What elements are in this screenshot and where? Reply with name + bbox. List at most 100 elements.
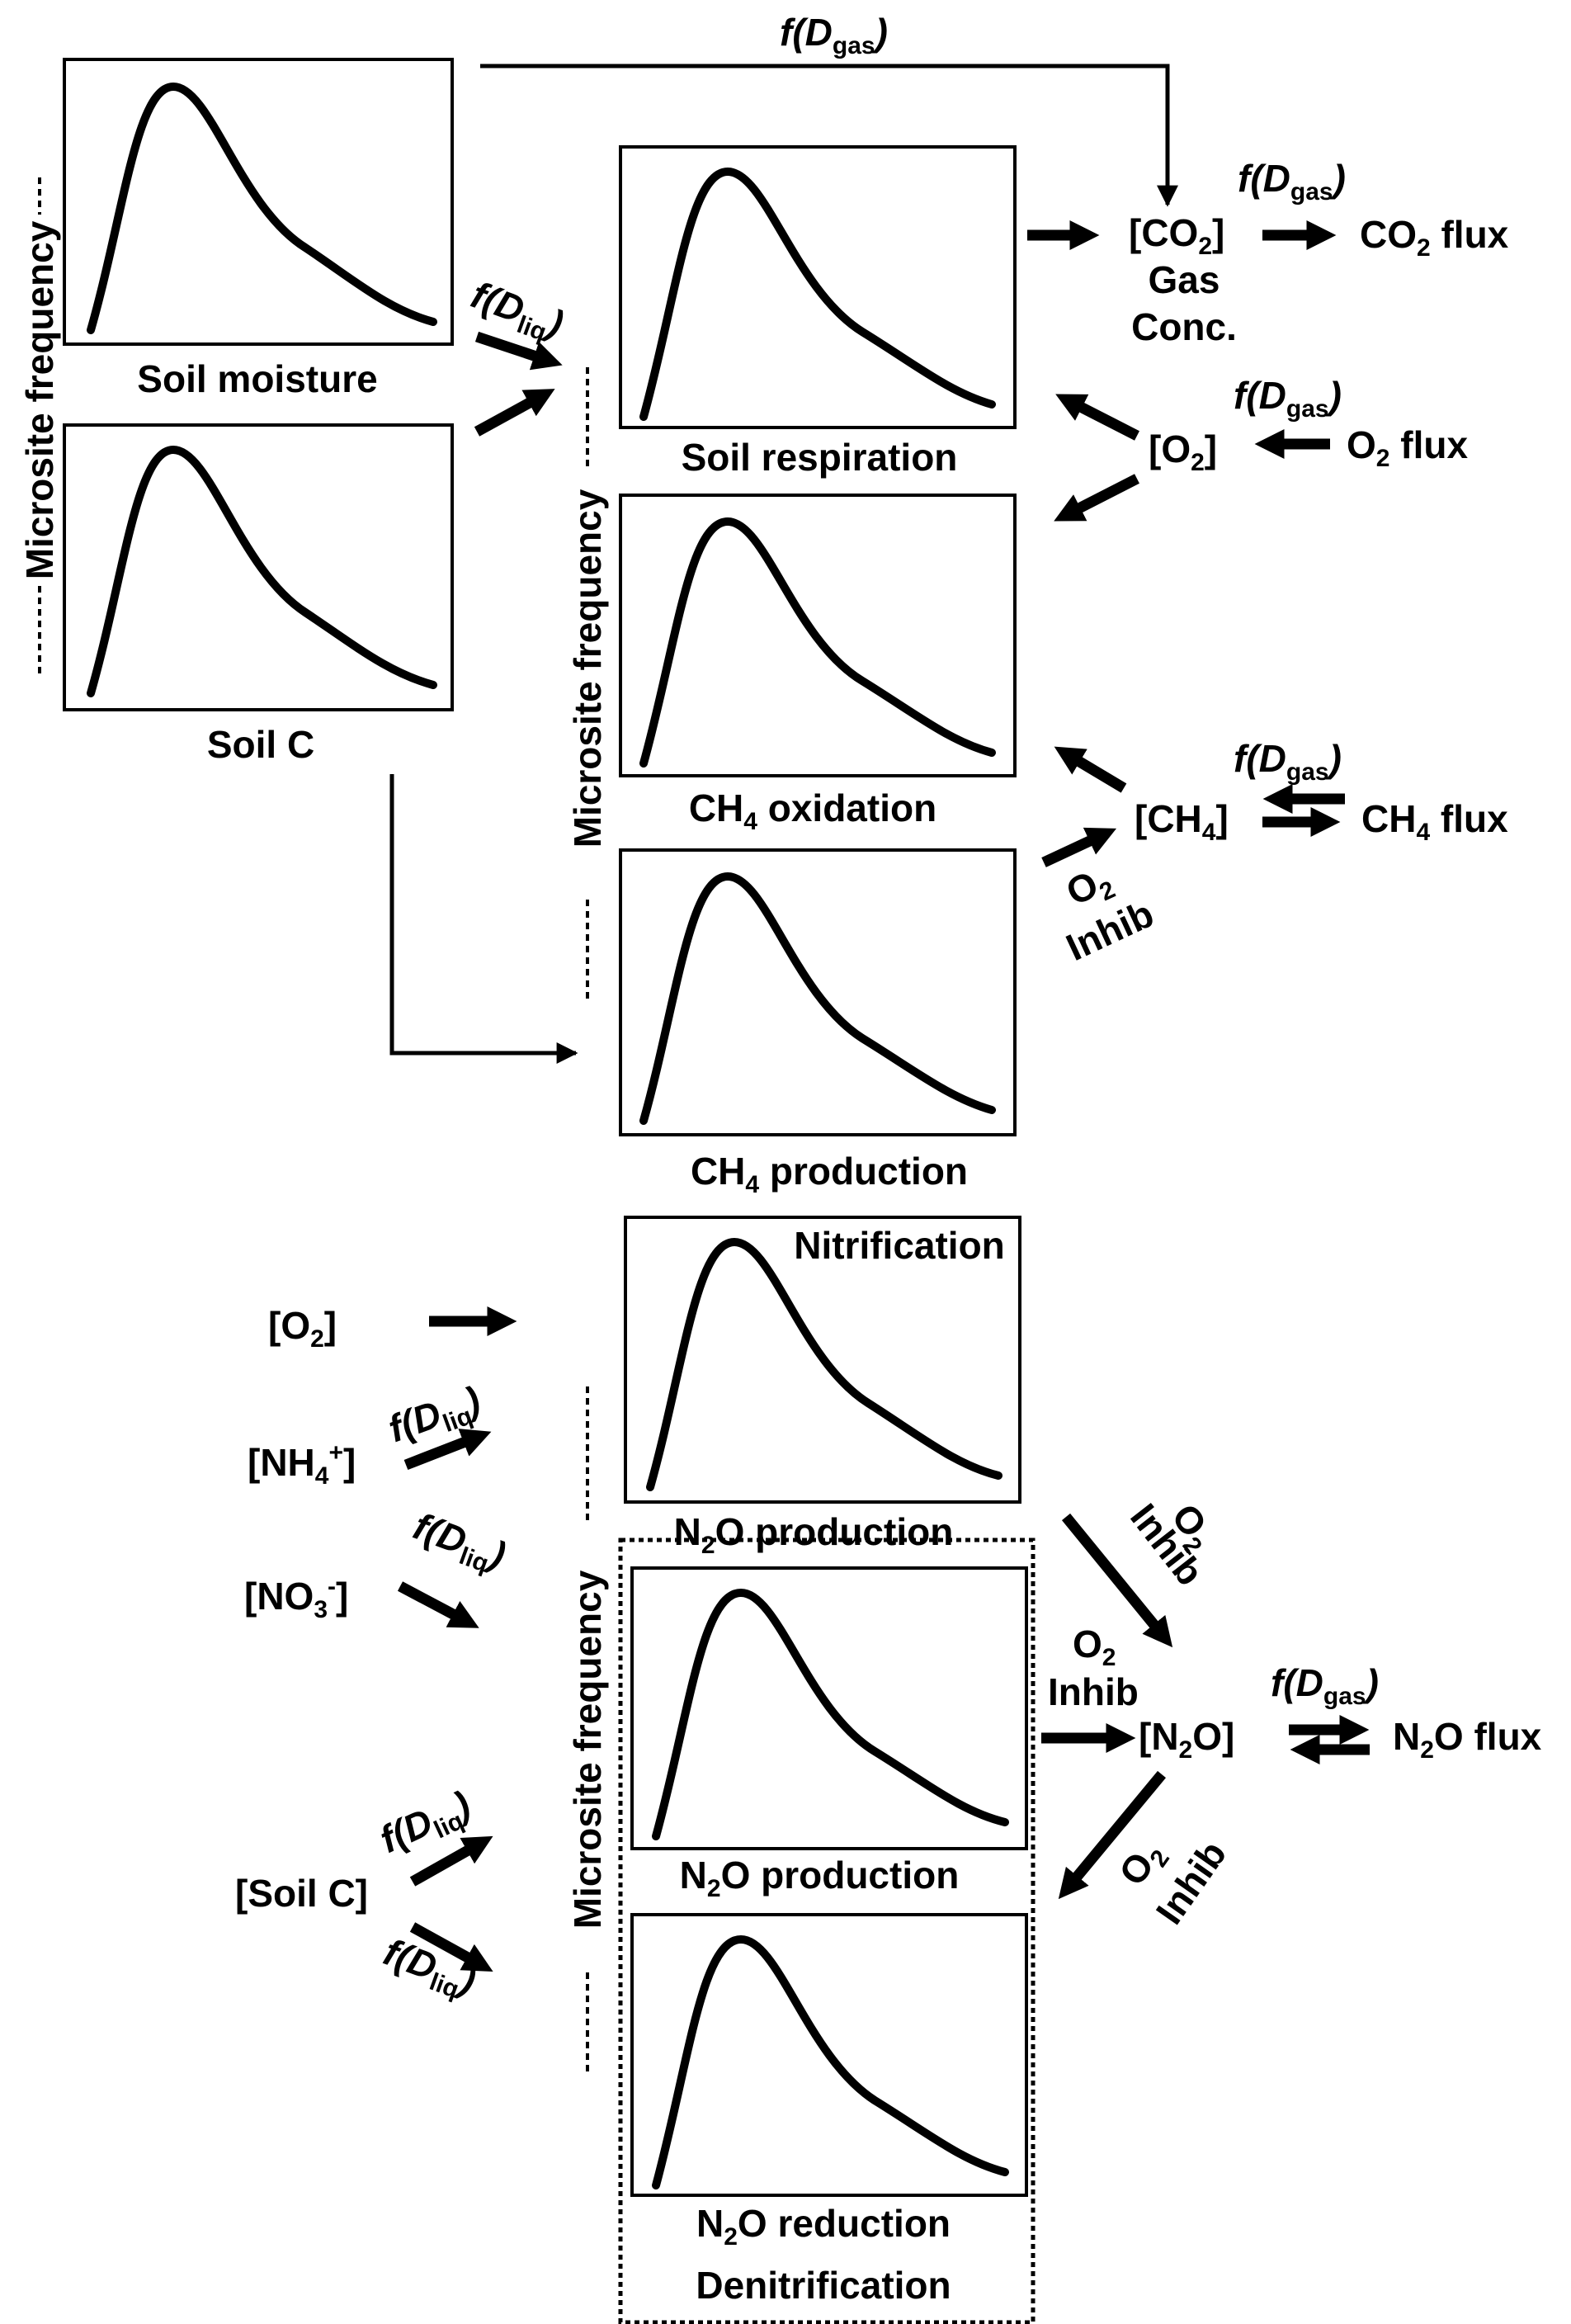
no3-open: [NO (244, 1575, 314, 1618)
ch4-production-panel (619, 848, 1017, 1136)
co2-flux-label: CO2 flux (1360, 213, 1509, 262)
nh4-sub: 4 (315, 1462, 329, 1490)
n2o-concentration: [N2O] (1139, 1715, 1234, 1764)
n2o-flux-function-label: f(Dgas) (1271, 1661, 1379, 1710)
soil-c-to-ch4-production-connector (389, 774, 578, 1064)
o2-letter: O (1073, 1623, 1102, 1665)
fn-close: ) (871, 11, 888, 54)
nh4-close: ] (343, 1441, 356, 1484)
o2-open: [O (268, 1304, 310, 1347)
soil-c-input: [Soil C] (235, 1872, 368, 1915)
n2o-reduction-suffix: O reduction (738, 2202, 951, 2245)
fn-d: D (1259, 374, 1286, 417)
ch4-production-label: CH4 production (691, 1150, 968, 1198)
ch4-flux-sub: 4 (1416, 819, 1430, 846)
co2-sub: 2 (1198, 233, 1212, 260)
o2-close: ] (324, 1304, 337, 1347)
ch4-production-to-ch4-arrow (1041, 827, 1117, 867)
ch4-flux-prefix: CH (1361, 797, 1416, 840)
o2-concentration: [O2] (1149, 427, 1217, 476)
microsite-frequency-lower-label: Microsite frequency (566, 1570, 609, 1929)
reduction-o2-inhibition-label: Inhib (1148, 1833, 1235, 1932)
fn-close: ) (1362, 1661, 1379, 1704)
nh4-diffusion-label: f(Dliq) (383, 1377, 488, 1456)
n2o-flux-suffix: O flux (1434, 1715, 1542, 1758)
o2-sub: 2 (310, 1325, 324, 1353)
soil-c-label: Soil C (207, 723, 314, 766)
n2o-flux-prefix: N (1393, 1715, 1420, 1758)
fn-sub-gas: gas (1286, 758, 1329, 786)
n2o-reduction-label: N2O reduction (696, 2202, 951, 2251)
nh4-open: [NH (248, 1441, 315, 1484)
fn-sub-gas: gas (1290, 178, 1333, 205)
ch4-oxidation-panel (619, 494, 1017, 777)
o2-flux-sub: 2 (1376, 445, 1390, 472)
o2-flux-prefix: O (1347, 423, 1376, 466)
n2o-reduction-panel (630, 1913, 1028, 2197)
soil-c-panel (63, 423, 454, 711)
n2o-flux-sub: 2 (1420, 1736, 1434, 1764)
co2-flux-function-label: f(Dgas) (1238, 157, 1346, 205)
no3-input: [NO3-] (244, 1573, 348, 1623)
fn-open: f( (780, 11, 809, 54)
fn-open: f( (1234, 737, 1262, 780)
n2o-reduction-subscript: 2 (724, 2223, 738, 2251)
no3-sub: 3 (314, 1596, 328, 1623)
ch4-oxidation-label-suffix: oxidation (757, 786, 936, 829)
co2-open: [CO (1129, 211, 1198, 254)
soil-c-to-n2o-production-arrow (409, 1835, 493, 1887)
nh4-sup: + (328, 1439, 343, 1467)
soil-moisture-arrow (474, 331, 563, 371)
no3-diffusion-label: f(Dliq) (406, 1504, 511, 1583)
no3-close: ] (336, 1575, 348, 1618)
o2-flux-function-label: f(Dgas) (1234, 374, 1342, 423)
soil-moisture-label: Soil moisture (137, 357, 377, 400)
fn-close: ) (1329, 157, 1346, 200)
fn-sub-gas: gas (833, 32, 875, 59)
n2o-sub: 2 (1179, 1736, 1193, 1764)
nitrification-n2o-production-suffix: O production (715, 1510, 954, 1553)
fn-sub-gas: gas (1323, 1683, 1366, 1710)
fn-open: f( (1238, 157, 1267, 200)
no3-to-denitrification-arrow (397, 1581, 479, 1628)
nh4-input: [NH4+] (248, 1439, 356, 1490)
denitrification-o2-inhibition-o2: O2 (1073, 1623, 1116, 1671)
ch4-oxidation-curve (639, 517, 996, 768)
ch4-flux-label: CH4 flux (1361, 797, 1508, 846)
ch4-concentration: [CH4] (1135, 797, 1229, 846)
denitrification-n2o-production-prefix: N (680, 1854, 707, 1897)
ch4-open: [CH (1135, 797, 1202, 840)
microsite-frequency-middle: Microsite frequency (566, 367, 609, 1003)
fn-d: D (1259, 737, 1286, 780)
ch4-close: ] (1215, 797, 1228, 840)
soil-moisture-to-co2-connector (480, 64, 1178, 207)
microsite-frequency-lower: Microsite frequency (566, 1386, 609, 2071)
ch4-flux-function-label: f(Dgas) (1234, 737, 1342, 786)
soil-moisture-curve (87, 83, 437, 334)
o2-to-ch4-oxidation-arrow (1054, 474, 1139, 522)
ch4-production-label-suffix: production (759, 1150, 968, 1193)
soil-respiration-label: Soil respiration (682, 436, 958, 479)
nitrification-n2o-production-label: N2O production (674, 1510, 954, 1559)
co2-flux-sub: 2 (1417, 234, 1431, 262)
microsite-frequency-left: Microsite frequency (18, 177, 61, 677)
soil-respiration-curve (639, 168, 996, 421)
n2o-close: O] (1192, 1715, 1234, 1758)
denitrification-n2o-production-label: N2O production (680, 1854, 960, 1902)
o2-flux-label: O2 flux (1347, 423, 1468, 472)
n2o-to-reduction-arrow (1058, 1770, 1167, 1900)
soil-c-to-n2o-reduction-arrow (409, 1922, 493, 1972)
soil-respiration-panel (619, 145, 1017, 429)
o2-sub: 2 (1191, 449, 1205, 476)
n2o-reduction-prefix: N (696, 2202, 724, 2245)
gas-label: Gas (1149, 258, 1220, 301)
microsite-frequency-left-label: Microsite frequency (18, 220, 61, 579)
denitrification-group-frame (618, 1538, 1036, 2324)
ch4-flux-suffix: flux (1430, 797, 1508, 840)
denitrification-o2-inhibition-label: Inhib (1048, 1670, 1139, 1713)
ch4-oxidation-label-subscript: 4 (743, 808, 757, 835)
n2o-open: [N (1139, 1715, 1179, 1758)
soil-moisture-panel (63, 58, 454, 346)
top-connector-function-label: f(Dgas) (780, 11, 888, 59)
nitrification-n2o-production-prefix: N (674, 1510, 701, 1553)
